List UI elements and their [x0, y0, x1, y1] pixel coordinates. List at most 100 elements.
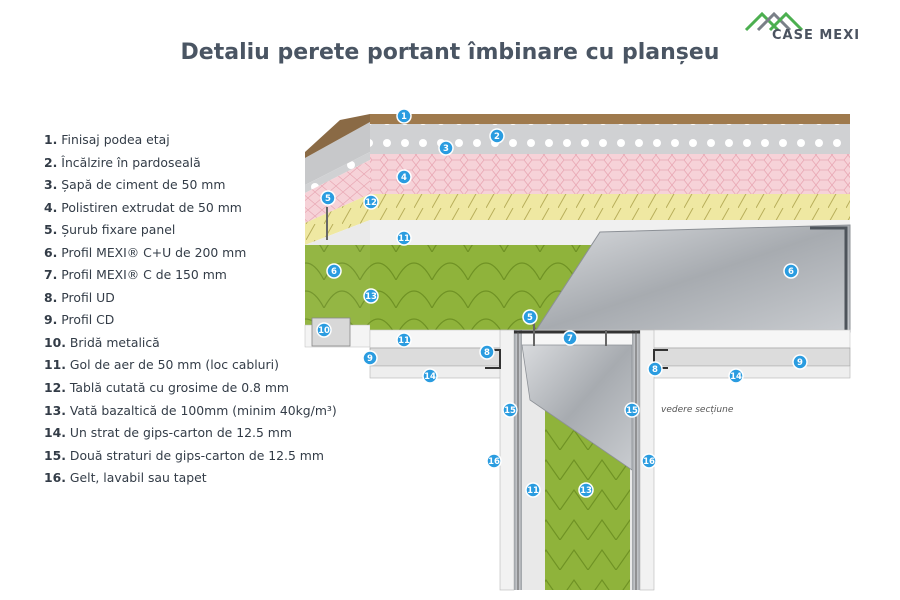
legend-item: 12. Tablă cutată cu grosime de 0.8 mm — [44, 377, 337, 400]
marker-16: 16 — [641, 453, 657, 469]
gypsum-ceiling-right — [639, 365, 851, 379]
legend-item: 16. Gelt, lavabil sau tapet — [44, 467, 337, 490]
marker-2: 2 — [489, 128, 505, 144]
marker-11: 11 — [396, 230, 412, 246]
legend-text: Vată bazaltică de 100mm (minim 40kg/m³) — [69, 402, 337, 418]
marker-15: 15 — [624, 402, 640, 418]
marker-7: 7 — [562, 330, 578, 346]
svg-text:16: 16 — [643, 457, 655, 467]
legend-num: 12. — [44, 380, 66, 396]
legend-item: 5. Șurub fixare panel — [44, 219, 337, 242]
load-bearing-wall — [499, 329, 655, 591]
legend-item: 3. Șapă de ciment de 50 mm — [44, 174, 337, 197]
svg-text:14: 14 — [730, 372, 742, 382]
marker-13: 13 — [363, 288, 379, 304]
legend-text: Bridă metalică — [69, 334, 160, 350]
legend-item: 6. Profil MEXI® C+U de 200 mm — [44, 242, 337, 265]
marker-8: 8 — [479, 344, 495, 360]
legend-item: 1. Finisaj podea etaj — [44, 129, 337, 152]
legend-num: 16. — [44, 470, 66, 486]
legend-text: Profil MEXI® C de 150 mm — [61, 267, 227, 283]
svg-text:8: 8 — [484, 348, 490, 358]
svg-text:4: 4 — [401, 173, 407, 183]
legend-text: Două straturi de gips-carton de 12.5 mm — [69, 447, 324, 463]
cd-profile-right — [639, 347, 851, 367]
svg-text:11: 11 — [527, 486, 539, 496]
legend: 1. Finisaj podea etaj 2. Încălzire în pa… — [44, 129, 337, 490]
legend-item: 7. Profil MEXI® C de 150 mm — [44, 264, 337, 287]
svg-text:13: 13 — [365, 292, 377, 302]
marker-13: 13 — [578, 482, 594, 498]
marker-1: 1 — [396, 108, 412, 124]
marker-4: 4 — [396, 169, 412, 185]
marker-12: 12 — [363, 194, 379, 210]
legend-item: 9. Profil CD — [44, 309, 337, 332]
xps-insulation-layer — [370, 154, 850, 194]
legend-num: 3. — [44, 177, 58, 193]
legend-num: 2. — [44, 154, 58, 170]
svg-text:9: 9 — [367, 354, 373, 364]
legend-text: Șapă de ciment de 50 mm — [61, 177, 226, 193]
svg-text:8: 8 — [652, 365, 658, 375]
marker-10: 10 — [316, 322, 332, 338]
house-roof-icon — [744, 11, 804, 32]
marker-5: 5 — [522, 309, 538, 325]
legend-text: Un strat de gips-carton de 12.5 mm — [69, 425, 292, 441]
legend-item: 13. Vată bazaltică de 100mm (minim 40kg/… — [44, 400, 337, 423]
svg-text:7: 7 — [567, 334, 573, 344]
svg-text:12: 12 — [365, 198, 377, 208]
legend-text: Gol de aer de 50 mm (loc cabluri) — [69, 357, 279, 373]
marker-3: 3 — [438, 140, 454, 156]
floor-finish-layer — [370, 114, 850, 124]
marker-8: 8 — [647, 361, 663, 377]
legend-item: 4. Polistiren extrudat de 50 mm — [44, 197, 337, 220]
svg-text:6: 6 — [788, 267, 794, 277]
legend-text: Tablă cutată cu grosime de 0.8 mm — [69, 380, 289, 396]
legend-num: 8. — [44, 289, 58, 305]
logo-text: CASE MEXI — [772, 28, 861, 43]
legend-num: 7. — [44, 267, 58, 283]
svg-text:5: 5 — [325, 194, 331, 204]
legend-text: Profil CD — [61, 312, 115, 328]
svg-text:1: 1 — [401, 112, 407, 122]
legend-num: 1. — [44, 132, 58, 147]
legend-item: 15. Două straturi de gips-carton de 12.5… — [44, 445, 337, 468]
page-title: Detaliu perete portant îmbinare cu planș… — [180, 40, 720, 65]
marker-9: 9 — [362, 350, 378, 366]
legend-num: 14. — [44, 425, 66, 441]
legend-item: 8. Profil UD — [44, 287, 337, 310]
svg-text:5: 5 — [527, 313, 533, 323]
marker-6: 6 — [783, 263, 799, 279]
legend-num: 9. — [44, 312, 58, 328]
svg-text:11: 11 — [398, 234, 410, 244]
marker-16: 16 — [486, 453, 502, 469]
logo: CASE MEXI — [744, 10, 894, 50]
section-note: vedere secțiune — [661, 405, 734, 415]
legend-item: 14. Un strat de gips-carton de 12.5 mm — [44, 422, 337, 445]
legend-item: 11. Gol de aer de 50 mm (loc cabluri) — [44, 354, 337, 377]
legend-num: 5. — [44, 222, 58, 238]
perspective-side-face — [304, 114, 371, 348]
svg-text:3: 3 — [443, 144, 449, 154]
legend-text: Finisaj podea etaj — [61, 132, 170, 147]
legend-text: Șurub fixare panel — [61, 222, 176, 238]
marker-6: 6 — [326, 263, 342, 279]
svg-text:10: 10 — [318, 326, 330, 336]
marker-11: 11 — [396, 332, 412, 348]
svg-text:15: 15 — [626, 406, 638, 416]
marker-11: 11 — [525, 482, 541, 498]
legend-text: Polistiren extrudat de 50 mm — [61, 199, 242, 215]
legend-num: 6. — [44, 244, 58, 260]
legend-text: Încălzire în pardoseală — [61, 154, 201, 170]
legend-num: 13. — [44, 402, 66, 418]
floor-build-up — [369, 114, 851, 379]
marker-14: 14 — [422, 368, 438, 384]
marker-15: 15 — [502, 402, 518, 418]
svg-text:14: 14 — [424, 372, 436, 382]
svg-text:9: 9 — [797, 358, 803, 368]
marker-14: 14 — [728, 368, 744, 384]
svg-text:16: 16 — [488, 457, 500, 467]
svg-text:6: 6 — [331, 267, 337, 277]
legend-item: 2. Încălzire în pardoseală — [44, 152, 337, 175]
